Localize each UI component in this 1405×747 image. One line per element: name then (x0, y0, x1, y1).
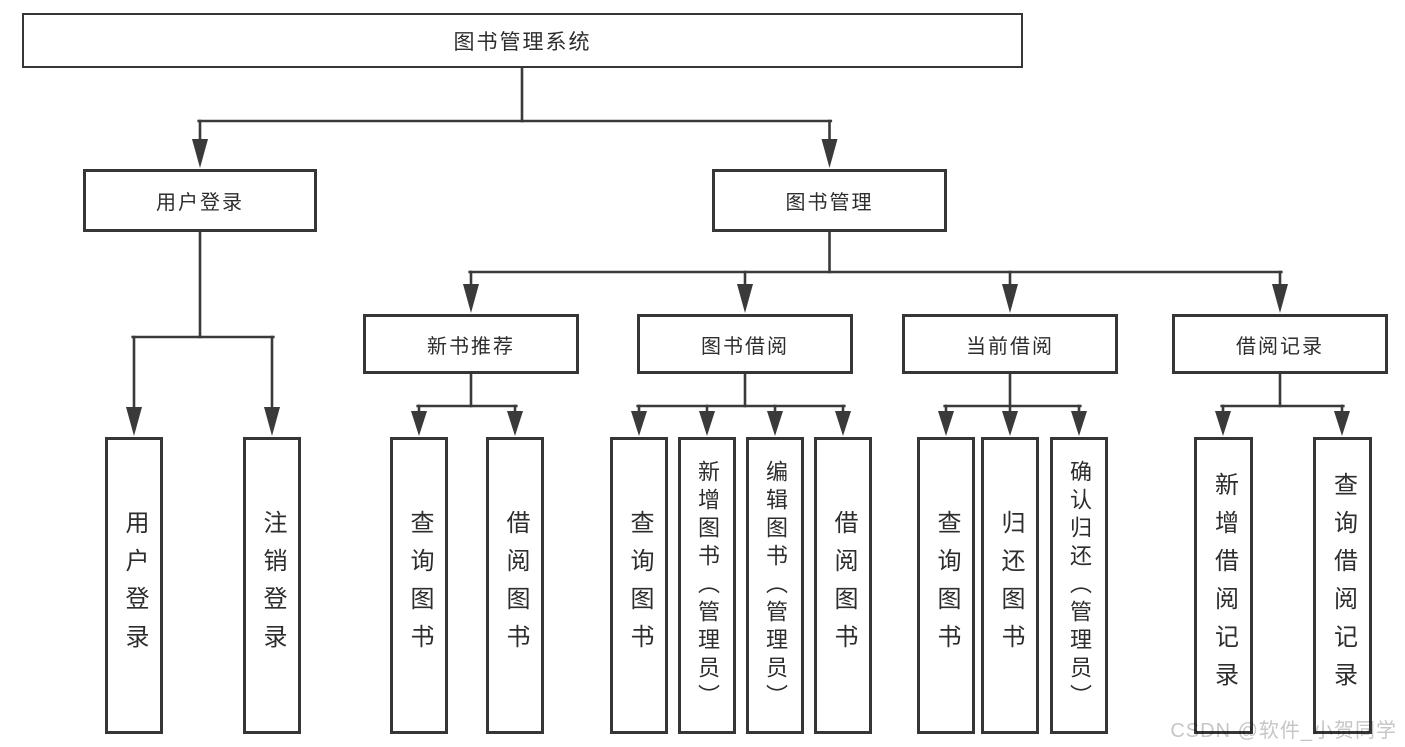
node-return-books: 归还图书 (981, 437, 1039, 734)
node-add-book-admin: 新增图书（管理员） (678, 437, 736, 734)
node-edit-book-admin: 编辑图书（管理员） (746, 437, 804, 734)
node-current-borrowing: 当前借阅 (902, 314, 1118, 374)
node-add-borrow-record: 新增借阅记录 (1194, 437, 1253, 734)
node-recommend-query-books: 查询图书 (390, 437, 448, 734)
node-user-login-action: 用户登录 (105, 437, 163, 734)
node-logout: 注销登录 (243, 437, 301, 734)
csdn-watermark: CSDN @软件_小贺同学 (1170, 720, 1397, 742)
node-borrowing-records: 借阅记录 (1172, 314, 1388, 374)
node-current-query-books: 查询图书 (917, 437, 975, 734)
node-user-login: 用户登录 (83, 169, 317, 232)
node-new-book-recommendation: 新书推荐 (363, 314, 579, 374)
node-confirm-return-admin: 确认归还（管理员） (1050, 437, 1108, 734)
node-book-management: 图书管理 (712, 169, 947, 232)
node-borrowing-query-books: 查询图书 (610, 437, 668, 734)
node-recommend-borrow-books: 借阅图书 (486, 437, 544, 734)
node-borrow-books: 借阅图书 (814, 437, 872, 734)
node-book-borrowing: 图书借阅 (637, 314, 853, 374)
node-query-borrow-record: 查询借阅记录 (1313, 437, 1372, 734)
node-library-management-system: 图书管理系统 (22, 13, 1023, 68)
